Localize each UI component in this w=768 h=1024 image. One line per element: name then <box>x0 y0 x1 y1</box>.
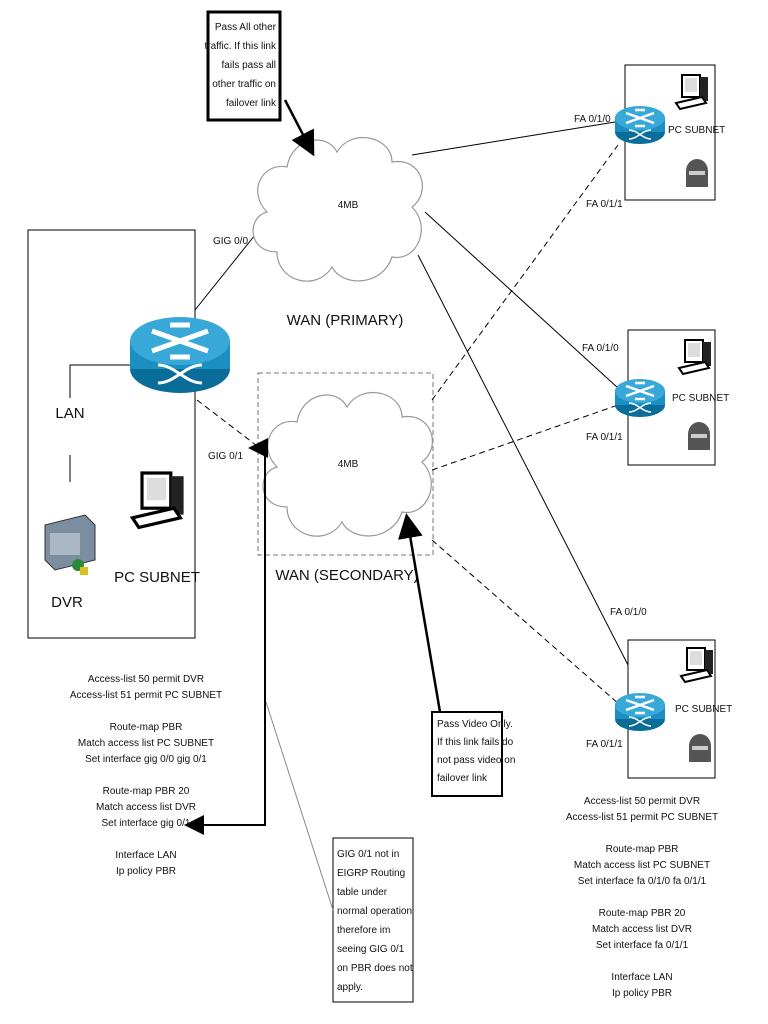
site1-router-icon <box>613 104 667 146</box>
text-line: If this link fails do <box>437 737 514 748</box>
text-line: Interface LAN <box>611 972 672 983</box>
text-line: on PBR does not <box>337 963 413 974</box>
site3-pc-subnet-label: PC SUBNET <box>675 704 732 715</box>
primary-note-text: Pass All other traffic. If this link fails… <box>204 22 277 109</box>
site2-fa011-label: FA 0/1/1 <box>586 432 623 443</box>
text-line: failover link <box>437 773 488 784</box>
lan-label: LAN <box>55 405 84 422</box>
text-line: Set interface fa 0/1/1 <box>596 940 689 951</box>
text-line: EIGRP Routing <box>337 868 405 879</box>
text-line: Pass All other <box>215 22 277 33</box>
lan-link <box>69 364 132 398</box>
link-gig01-secondary <box>196 399 266 453</box>
link-gig00-primary <box>194 234 256 311</box>
text-line: Ip policy PBR <box>116 866 176 877</box>
site2-fa010-label: FA 0/1/0 <box>582 343 619 354</box>
text-line: Access-list 51 permit PC SUBNET <box>70 690 222 701</box>
site3-router-icon <box>613 691 667 733</box>
site2-router-icon <box>613 377 667 419</box>
video-note-arrow <box>398 513 442 713</box>
eigrp-note-box <box>332 837 414 1003</box>
gig00-label: GIG 0/0 <box>213 236 248 247</box>
text-line: Access-list 50 permit DVR <box>88 674 204 685</box>
text-line: Set interface gig 0/0 gig 0/1 <box>85 754 207 765</box>
text-line: Access-list 51 permit PC SUBNET <box>566 812 718 823</box>
text-line: Match access list PC SUBNET <box>574 860 710 871</box>
gig01-label: GIG 0/1 <box>208 451 243 462</box>
text-line: Match access list DVR <box>96 802 196 813</box>
hq-pc-subnet-label: PC SUBNET <box>114 569 200 586</box>
link-secondary-site1 <box>431 144 619 401</box>
text-line: not pass video on <box>437 755 515 766</box>
dvr-icon <box>44 514 96 575</box>
text-line: Access-list 50 permit DVR <box>584 796 700 807</box>
link-primary-site2 <box>424 211 619 389</box>
text-line: fails pass all <box>222 60 276 71</box>
hq-site-box <box>27 229 196 639</box>
text-line: Set interface fa 0/1/0 fa 0/1/1 <box>578 876 707 887</box>
site2-camera-icon <box>688 422 710 450</box>
dvr-label: DVR <box>51 594 83 611</box>
text-line: therefore im <box>337 925 390 936</box>
text-line: Route-map PBR 20 <box>599 908 686 919</box>
hq-pc-icon <box>130 471 186 530</box>
text-line: seeing GIG 0/1 <box>337 944 405 955</box>
eigrp-note-pointer <box>265 701 334 911</box>
site1-camera-icon <box>686 159 708 187</box>
text-line: traffic. If this link <box>204 41 277 52</box>
site-pbr-config: Access-list 50 permit DVR Access-list 51 … <box>566 796 718 999</box>
video-note-box <box>431 711 503 797</box>
text-line: apply. <box>337 982 363 993</box>
hq-pbr-config: Access-list 50 permit DVR Access-list 51 … <box>70 674 222 877</box>
hq-router-icon <box>130 317 230 393</box>
site2-pc-subnet-label: PC SUBNET <box>672 393 729 404</box>
text-line: Route-map PBR <box>110 722 183 733</box>
text-line: Route-map PBR 20 <box>103 786 190 797</box>
site2-pc-icon <box>678 339 712 375</box>
primary-note-box <box>206 10 282 122</box>
site1-fa011-label: FA 0/1/1 <box>586 199 623 210</box>
link-primary-site1 <box>411 121 616 156</box>
text-line: other traffic on <box>212 79 276 90</box>
video-note-text: Pass Video Only. If this link fails do not… <box>437 719 515 784</box>
text-line: failover link <box>226 98 277 109</box>
secondary-wan-dashed-box <box>257 372 434 556</box>
text-line: Match access list PC SUBNET <box>78 738 214 749</box>
site1-pc-icon <box>675 74 709 110</box>
text-line: Ip policy PBR <box>612 988 672 999</box>
wan-primary-label: WAN (PRIMARY) <box>287 312 404 329</box>
site1-pc-subnet-label: PC SUBNET <box>668 125 725 136</box>
link-primary-site3 <box>417 254 629 666</box>
site3-pc-icon <box>680 647 714 683</box>
text-line: Route-map PBR <box>606 844 679 855</box>
primary-note-arrow <box>283 99 315 157</box>
text-line: table under <box>337 887 388 898</box>
site3-fa011-label: FA 0/1/1 <box>586 739 623 750</box>
text-line: Match access list DVR <box>592 924 692 935</box>
eigrp-note-text: GIG 0/1 not in EIGRP Routing table under no… <box>337 849 413 993</box>
site3-camera-icon <box>689 734 711 762</box>
gig01-pbr-arrow <box>184 448 266 835</box>
site3-fa010-label: FA 0/1/0 <box>610 607 647 618</box>
text-line: Interface LAN <box>115 850 176 861</box>
wan-secondary-label: WAN (SECONDARY) <box>275 567 418 584</box>
secondary-bandwidth: 4MB <box>338 459 359 470</box>
text-line: Pass Video Only. <box>437 719 513 730</box>
link-secondary-site3 <box>431 539 629 713</box>
text-line: normal operation <box>337 906 412 917</box>
link-secondary-site2 <box>431 404 619 471</box>
text-line: Set interface gig 0/1 <box>102 818 191 829</box>
text-line: GIG 0/1 not in <box>337 849 399 860</box>
primary-bandwidth: 4MB <box>338 200 359 211</box>
site1-fa010-label: FA 0/1/0 <box>574 114 611 125</box>
